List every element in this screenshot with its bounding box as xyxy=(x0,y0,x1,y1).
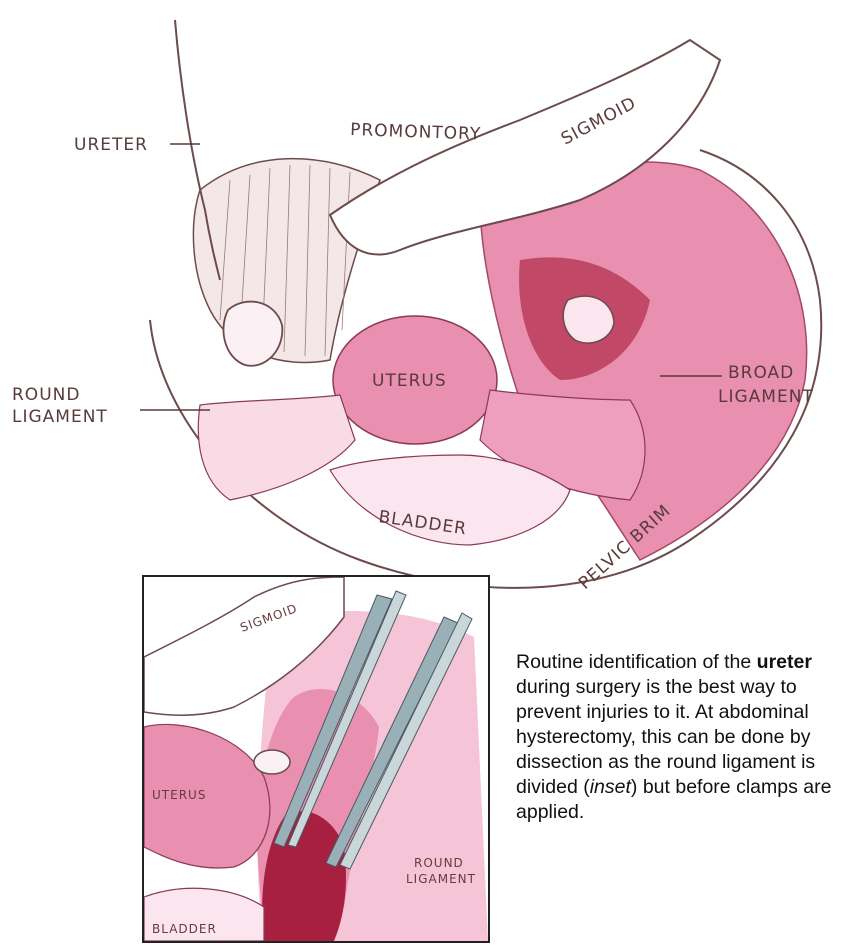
label-broad-ligament-2: LIGAMENT xyxy=(718,387,814,407)
caption-text-1: Routine identification of the xyxy=(516,651,757,673)
inset-illustration: SIGMOID UTERUS ROUND LIGAMENT BLADDER xyxy=(142,575,490,943)
inset-svg: SIGMOID UTERUS ROUND LIGAMENT BLADDER xyxy=(144,577,488,941)
inset-label-uterus: UTERUS xyxy=(152,788,206,802)
caption-italic-inset: inset xyxy=(590,776,631,798)
left-round-ligament xyxy=(198,395,355,500)
label-round-ligament-2: LIGAMENT xyxy=(12,407,108,427)
label-broad-ligament-1: BROAD xyxy=(728,363,794,383)
label-uterus: UTERUS xyxy=(372,371,447,391)
label-promontory: PROMONTORY xyxy=(350,120,482,145)
inset-label-bladder: BLADDER xyxy=(152,922,217,936)
main-anatomy-illustration: URETER PROMONTORY SIGMOID UTERUS ROUND L… xyxy=(0,0,862,640)
caption-bold-ureter: ureter xyxy=(757,651,812,673)
inset-label-round-ligament-1: ROUND xyxy=(414,856,464,870)
inset-label-round-ligament-2: LIGAMENT xyxy=(406,872,476,886)
label-round-ligament-1: ROUND xyxy=(12,385,80,405)
label-ureter: URETER xyxy=(74,135,148,155)
inset-ovary xyxy=(254,750,290,774)
figure-caption: Routine identification of the ureter dur… xyxy=(516,650,836,825)
